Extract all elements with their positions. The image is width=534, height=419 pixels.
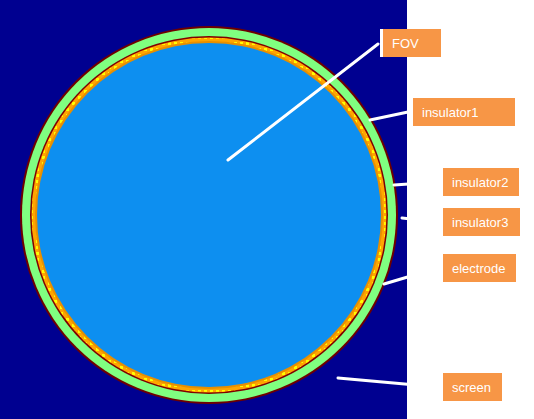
- electrode-ring: [34, 40, 385, 391]
- leader-line: [394, 182, 438, 185]
- label-text: insulator1: [422, 105, 478, 120]
- callout-label: insulator2: [440, 168, 519, 196]
- leader-line: [370, 112, 408, 120]
- label-text: screen: [452, 380, 491, 395]
- leader-line: [228, 44, 378, 160]
- callout-label: electrode: [440, 254, 516, 282]
- callout-label: screen: [440, 373, 502, 401]
- callout-label: insulator1: [410, 98, 515, 126]
- callout-label: insulator3: [440, 208, 520, 236]
- leader-line: [384, 268, 438, 284]
- label-text: FOV: [392, 36, 419, 51]
- leader-line: [338, 378, 438, 387]
- insulator2-ring: [32, 38, 387, 393]
- background: [0, 0, 407, 419]
- screen-ring: [22, 28, 396, 402]
- leader-line: [402, 218, 438, 222]
- insulator3-ring: [30, 36, 388, 394]
- insulator1-ring: [35, 41, 383, 389]
- label-text: insulator2: [452, 175, 508, 190]
- label-text: electrode: [452, 261, 505, 276]
- outer-edge: [20, 26, 398, 404]
- callout-label: FOV: [380, 29, 441, 57]
- fov-disc: [37, 43, 381, 387]
- label-text: insulator3: [452, 215, 508, 230]
